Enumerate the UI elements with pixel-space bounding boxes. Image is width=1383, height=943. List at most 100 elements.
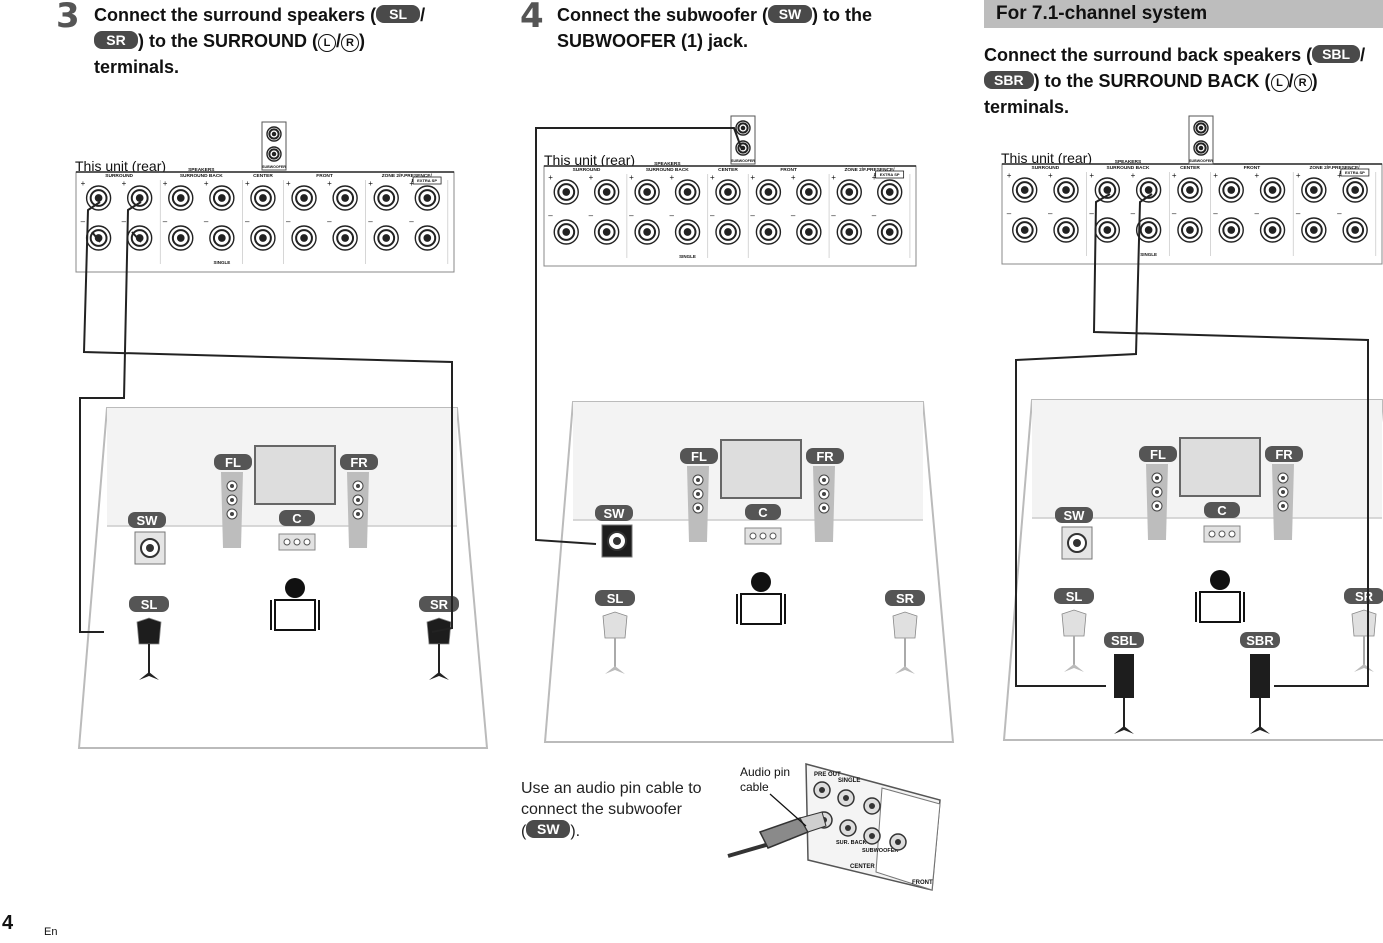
driver <box>293 538 301 546</box>
speaker-terminal-core <box>1062 186 1070 194</box>
unit-rear-label: This unit (rear) <box>75 158 167 174</box>
speaker-terminal-core <box>423 194 432 202</box>
plus-mark: + <box>245 179 250 188</box>
jack-label: SINGLE <box>838 778 860 784</box>
speaker-badge <box>1204 502 1240 518</box>
speaker-terminal-core <box>683 188 692 196</box>
cable-label: Audio pin cable <box>740 765 790 795</box>
speaker-badge-label: FL <box>225 455 241 470</box>
minus-mark: – <box>1007 209 1012 218</box>
speaker-terminal-core <box>724 188 732 196</box>
speaker-terminal-core <box>218 234 226 242</box>
speaker-terminal-core <box>643 228 651 236</box>
driver-core <box>1155 476 1159 480</box>
speaker-stand-base <box>605 666 625 674</box>
speaker-stand-base <box>1354 664 1374 672</box>
speaker-terminal-core <box>1198 145 1204 151</box>
plus-mark: + <box>409 179 414 188</box>
instruction-text: Connect the surround speakers ( <box>94 5 377 25</box>
subwoofer-label: SUBWOOFER <box>1189 159 1213 163</box>
speaker-badge-label: SBL <box>1111 633 1137 648</box>
rca-plug <box>758 817 810 849</box>
slash: / <box>420 5 426 25</box>
minus-mark: – <box>1048 209 1053 218</box>
terminal-group-label: CENTER <box>253 173 273 179</box>
tv <box>1179 437 1261 497</box>
plus-mark: + <box>1131 171 1136 180</box>
speaker-terminal-core <box>683 228 692 236</box>
extra-sp-box <box>875 170 905 179</box>
driver-core <box>1281 476 1285 480</box>
speaker-badge <box>595 505 633 521</box>
speaker-badge-label: SR <box>896 591 915 606</box>
subwoofer-port: SUBWOOFER <box>1188 115 1214 165</box>
left-symbol: L <box>1270 74 1289 92</box>
speaker-badge <box>1055 507 1093 523</box>
page-number: 4 <box>2 912 14 934</box>
jack-label: CENTER <box>850 864 875 870</box>
plus-mark: + <box>1255 171 1260 180</box>
speaker-badge <box>1054 588 1094 604</box>
surround-speaker <box>136 617 162 645</box>
surround-speaker <box>892 611 918 639</box>
jack-label: PRE OUT <box>814 772 841 778</box>
driver-core <box>230 498 234 502</box>
minus-mark: – <box>710 211 715 220</box>
plus-mark: + <box>1089 171 1094 180</box>
badge-sbr: SBR <box>984 71 1034 89</box>
slash: / <box>1288 71 1294 91</box>
plus-mark: + <box>1213 171 1218 180</box>
plus-mark: + <box>1007 171 1012 180</box>
speaker-terminal-core <box>341 194 349 202</box>
speaker-terminal-core <box>1227 226 1236 234</box>
plus-mark: + <box>710 173 715 182</box>
subwoofer-port: SUBWOOFER <box>730 115 756 165</box>
plus-mark: + <box>122 179 127 188</box>
speaker-terminal-core <box>724 228 732 236</box>
speaker-badge <box>1344 588 1383 604</box>
cable-label-line: cable <box>740 780 769 794</box>
minus-mark: – <box>791 211 796 220</box>
plus-mark: + <box>750 173 755 182</box>
terminal-group-label: SURROUND BACK <box>646 167 689 173</box>
driver-core <box>356 498 360 502</box>
speaker-terminal-core <box>805 228 813 236</box>
speaker-terminal-core <box>1268 226 1277 234</box>
speaker-terminal-core <box>1227 186 1236 194</box>
terminal-group-label: SURROUND <box>1032 165 1060 171</box>
speaker-badge <box>128 512 166 528</box>
badge-sr: SR <box>94 31 138 49</box>
speakers-label: SPEAKERS <box>188 167 215 173</box>
speaker-badge-label: FL <box>1150 447 1166 462</box>
terminal-group-label: SURROUND <box>105 173 133 179</box>
surround-back-speaker <box>1114 654 1134 698</box>
cable-label-line: Audio pin <box>740 765 791 779</box>
subwoofer-cable <box>535 127 743 545</box>
caption-text: connect the subwoofer <box>521 801 682 818</box>
extra-sp-box <box>412 176 442 185</box>
plus-mark: + <box>791 173 796 182</box>
speaker-terminal-core <box>271 131 277 137</box>
terminal-group-label: FRONT <box>316 173 333 179</box>
subwoofer-driver-core <box>1073 539 1081 547</box>
driver-core <box>356 512 360 516</box>
surround-right-cable <box>82 201 453 633</box>
surround-back-speaker <box>1250 654 1270 698</box>
speaker-terminal-core <box>1310 226 1318 234</box>
minus-mark: – <box>1255 209 1260 218</box>
terminal-group-label: ZONE 2/F.PRESENCE/ <box>844 167 895 173</box>
plus-mark: + <box>368 179 373 188</box>
speaker-terminal-core <box>135 234 144 242</box>
driver <box>303 538 311 546</box>
minus-mark: – <box>629 211 634 220</box>
speaker-badge <box>129 596 169 612</box>
speaker-badge <box>1139 446 1177 462</box>
driver-core <box>356 484 360 488</box>
unit-rear-label: This unit (rear) <box>544 152 636 168</box>
speaker-badge <box>1240 632 1280 648</box>
minus-mark: – <box>409 217 414 226</box>
minus-mark: – <box>872 211 877 220</box>
